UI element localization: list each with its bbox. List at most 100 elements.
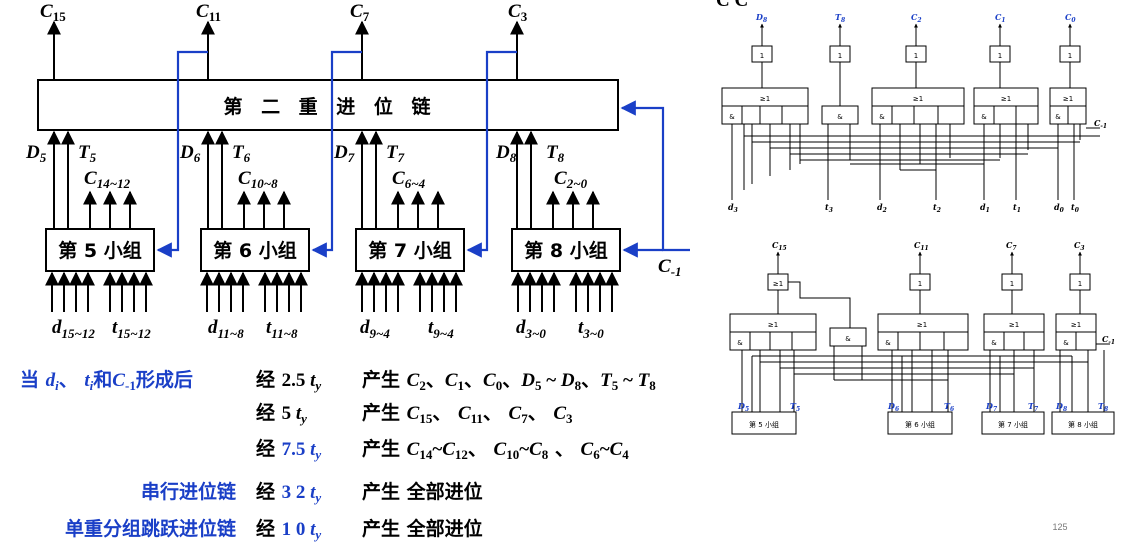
label-d9-4: d9~4	[360, 317, 390, 341]
svg-text:D7: D7	[985, 401, 998, 413]
label-t8: T8	[546, 142, 565, 165]
right-top-labels: D8 T8 C2 C1 C0 C-1 d3 t3 d2 t2 d1 t1 d0 …	[728, 12, 1107, 214]
timing-text: 当 di、 ti和C-1形成后 经 2.5 ty 产生 C2、C1、C0、D5 …	[20, 368, 656, 542]
row1-result: 产生 C2、C1、C0、D5 ~ D8、T5 ~ T8	[362, 368, 656, 393]
top-output-c7: C7	[350, 1, 370, 24]
svg-text:&: &	[879, 113, 885, 121]
top-output-c11: C11	[196, 1, 221, 24]
label-d11-8: d11~8	[208, 317, 244, 341]
svg-text:t1: t1	[1013, 202, 1021, 214]
page-number: 125	[1052, 522, 1067, 532]
svg-text:T8: T8	[1098, 401, 1109, 413]
svg-text:&: &	[845, 335, 851, 343]
svg-text:C1: C1	[995, 12, 1006, 24]
label-t3-0: t3~0	[578, 317, 604, 341]
label-t9-4: t9~4	[428, 317, 454, 341]
svg-text:第 6 小组: 第 6 小组	[905, 420, 935, 429]
label-c2-0: C2~0	[554, 168, 588, 191]
row1-time: 经 2.5 ty	[256, 368, 321, 393]
svg-text:D8: D8	[755, 12, 768, 24]
svg-text:1: 1	[1068, 52, 1072, 60]
right-bottom-diagram	[729, 251, 1115, 435]
row3-result: 产生 C14~C12、 C10~C8 、 C6~C4	[362, 437, 629, 462]
label-d6: D6	[179, 142, 201, 165]
svg-text:D8: D8	[1055, 401, 1068, 413]
svg-text:C0: C0	[1065, 12, 1076, 24]
label-t5: T5	[78, 142, 97, 165]
row3-time: 经 7.5 ty	[256, 437, 321, 462]
svg-text:C15: C15	[772, 240, 787, 252]
top-output-c15: C15	[40, 1, 66, 24]
svg-text:D5: D5	[737, 401, 749, 413]
svg-text:C7: C7	[1006, 240, 1017, 252]
svg-text:&: &	[991, 339, 997, 347]
svg-text:第 8 小组: 第 8 小组	[1068, 420, 1098, 429]
group-6-label: 第 6 小组	[213, 239, 296, 262]
label-d15-12: d15~12	[52, 317, 95, 341]
svg-text:d3: d3	[728, 202, 738, 214]
svg-text:t0: t0	[1071, 202, 1080, 214]
cropped-title-fragment: C C	[716, 0, 748, 11]
svg-text:1: 1	[914, 52, 918, 60]
row2-result: 产生 C15、 C11、 C7、 C3	[362, 401, 573, 426]
svg-text:T8: T8	[835, 12, 846, 24]
svg-text:1: 1	[918, 280, 922, 288]
top-output-c3: C3	[508, 1, 528, 24]
svg-text:&: &	[1063, 339, 1069, 347]
label-d7: D7	[333, 142, 355, 165]
row4-result: 产生 全部进位	[362, 480, 483, 503]
right-top-diagram	[721, 23, 1100, 200]
svg-text:1: 1	[1078, 280, 1082, 288]
svg-text:D6: D6	[887, 401, 900, 413]
svg-text:C11: C11	[914, 240, 929, 252]
svg-text:≥1: ≥1	[1071, 321, 1081, 329]
svg-text:&: &	[885, 339, 891, 347]
group-5-label: 第 5 小组	[58, 239, 141, 262]
row5-result: 产生 全部进位	[362, 517, 483, 540]
svg-text:T6: T6	[944, 401, 955, 413]
svg-text:C3: C3	[1074, 240, 1085, 252]
svg-text:&: &	[737, 339, 743, 347]
svg-text:d0: d0	[1054, 202, 1065, 214]
svg-text:第 5 小组: 第 5 小组	[749, 420, 779, 429]
carry-feedback-lines	[156, 50, 690, 258]
chain-label: 第 二 重 进 位 链	[223, 95, 436, 118]
svg-text:t3: t3	[825, 202, 833, 214]
label-d5: D5	[25, 142, 47, 165]
svg-text:&: &	[981, 113, 987, 121]
svg-text:≥1: ≥1	[917, 321, 927, 329]
svg-text:d2: d2	[877, 202, 887, 214]
svg-text:第 7 小组: 第 7 小组	[998, 420, 1028, 429]
label-d3-0: d3~0	[516, 317, 546, 341]
svg-text:T7: T7	[1028, 401, 1039, 413]
row4-time: 经 3 2 ty	[256, 480, 321, 505]
right-bottom-gate-labels: ≥1 1 1 1 ≥1 ≥1 ≥1 ≥1 & & & & & 第 5 小组 第 …	[737, 280, 1098, 429]
svg-text:≥1: ≥1	[768, 321, 778, 329]
label-c14-12: C14~12	[84, 168, 131, 191]
svg-text:≥1: ≥1	[1063, 95, 1073, 103]
svg-text:≥1: ≥1	[913, 95, 923, 103]
svg-text:&: &	[837, 113, 843, 121]
left-diagram	[37, 20, 621, 312]
svg-text:≥1: ≥1	[773, 280, 783, 288]
svg-text:1: 1	[838, 52, 842, 60]
svg-text:t2: t2	[933, 202, 941, 214]
label-t15-12: t15~12	[112, 317, 151, 341]
label-t11-8: t11~8	[266, 317, 298, 341]
group-8-label: 第 8 小组	[524, 239, 607, 262]
group-7-label: 第 7 小组	[368, 239, 451, 262]
label-c10-8: C10~8	[238, 168, 278, 191]
svg-text:≥1: ≥1	[760, 95, 770, 103]
row5-condition: 单重分组跳跃进位链	[65, 517, 236, 540]
right-top-gate-labels: 1 1 1 1 1 ≥1 ≥1 ≥1 ≥1 & & & & &	[729, 52, 1073, 121]
label-t6: T6	[232, 142, 251, 165]
svg-text:1: 1	[1010, 280, 1014, 288]
row4-condition: 串行进位链	[141, 480, 236, 503]
svg-text:&: &	[1055, 113, 1061, 121]
row1-condition: 当 di、 ti和C-1形成后	[20, 368, 193, 393]
label-t7: T7	[386, 142, 405, 165]
svg-text:T5: T5	[790, 401, 800, 413]
row5-time: 经 1 0 ty	[256, 517, 321, 542]
svg-text:1: 1	[760, 52, 764, 60]
label-c6-4: C6~4	[392, 168, 426, 191]
